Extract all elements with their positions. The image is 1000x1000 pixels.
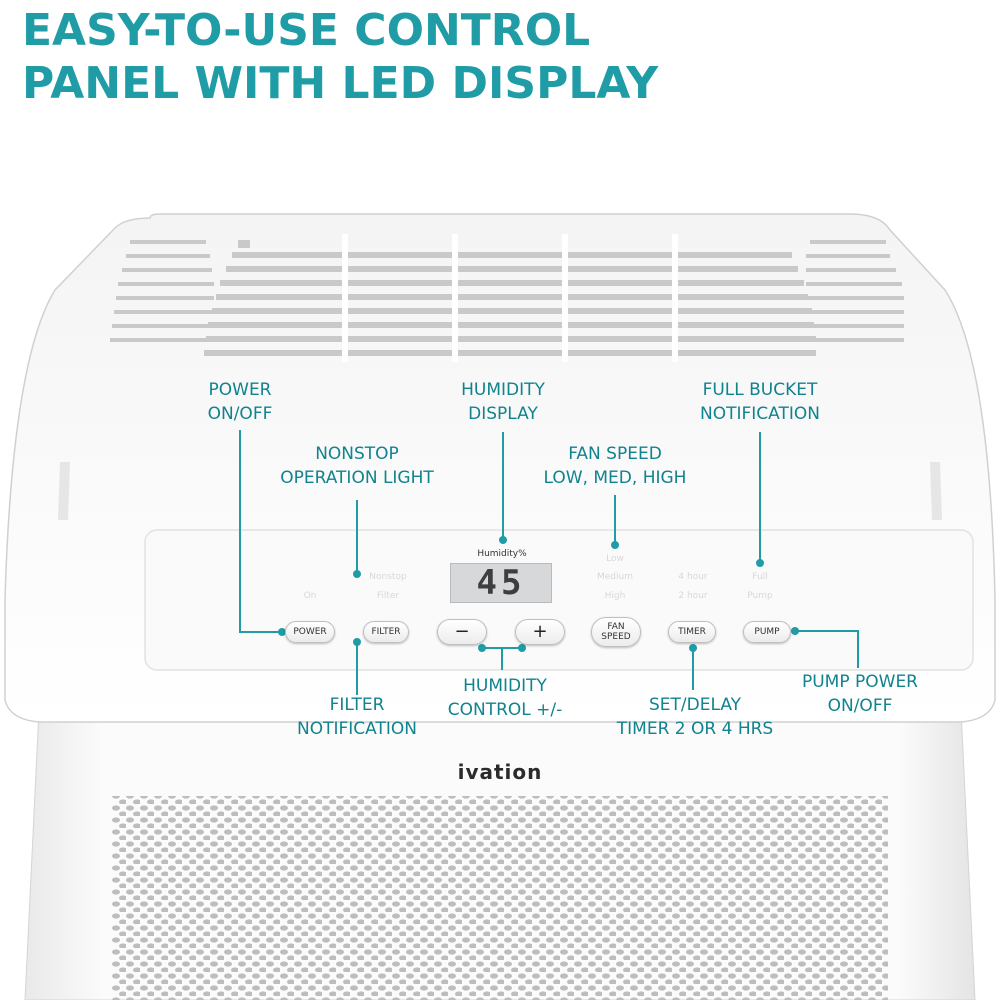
humidity-plus-button[interactable]: + [515, 619, 565, 645]
humidity-display-value: 45 [476, 563, 526, 603]
indicator-low: Low [606, 554, 624, 564]
indicator-nonstop: Nonstop [369, 572, 407, 582]
callout-power-line1: POWER [208, 380, 272, 400]
indicator-medium: Medium [597, 572, 633, 582]
control-panel [144, 529, 974, 671]
filter-button[interactable]: FILTER [363, 621, 409, 643]
callout-pump-line1: PUMP POWER [801, 672, 918, 692]
callout-power-line2: ON/OFF [207, 404, 273, 424]
fan-speed-button[interactable]: FAN SPEED [591, 617, 641, 647]
callout-humidity-control-line1: HUMIDITY [463, 676, 547, 696]
timer-button[interactable]: TIMER [668, 621, 716, 643]
callout-fan-speed: FAN SPEED LOW, MED, HIGH [530, 442, 700, 490]
headline: EASY-TO-USE CONTROL PANEL WITH LED DISPL… [22, 4, 658, 110]
callout-timer-line1: SET/DELAY [648, 695, 742, 715]
callout-filter: FILTER NOTIFICATION [282, 693, 432, 741]
fan-speed-button-line1: FAN [607, 622, 625, 632]
callout-timer: SET/DELAY TIMER 2 OR 4 HRS [600, 693, 790, 741]
callout-humidity-display-line2: DISPLAY [468, 404, 538, 424]
callout-pump-line2: ON/OFF [827, 696, 893, 716]
callout-full-bucket-line2: NOTIFICATION [700, 404, 820, 424]
callout-nonstop-line2: OPERATION LIGHT [280, 468, 434, 488]
fan-speed-button-line2: SPEED [601, 632, 631, 642]
indicator-4-hour: 4 hour [678, 572, 708, 582]
indicator-full: Full [752, 572, 768, 582]
humidity-display: 45 [450, 563, 552, 603]
callout-lines [239, 430, 859, 695]
callout-humidity-control-line2: CONTROL +/- [447, 700, 563, 720]
callout-pump: PUMP POWER ON/OFF [785, 670, 935, 718]
callout-nonstop: NONSTOP OPERATION LIGHT [262, 442, 452, 490]
callout-full-bucket-line1: FULL BUCKET [702, 380, 818, 400]
humidity-minus-button[interactable]: − [437, 619, 487, 645]
indicator-2-hour: 2 hour [678, 591, 708, 601]
power-button[interactable]: POWER [285, 621, 335, 643]
air-vent [110, 240, 904, 356]
callout-filter-line1: FILTER [329, 695, 385, 715]
callout-humidity-display-line1: HUMIDITY [461, 380, 545, 400]
callout-full-bucket: FULL BUCKET NOTIFICATION [680, 378, 840, 426]
front-grille [112, 796, 888, 1000]
callout-nonstop-line1: NONSTOP [315, 444, 399, 464]
pump-button[interactable]: PUMP [743, 621, 791, 643]
callout-timer-line2: TIMER 2 OR 4 HRS [616, 719, 774, 739]
headline-line-1: EASY-TO-USE CONTROL [22, 5, 591, 56]
callout-humidity-control: HUMIDITY CONTROL +/- [430, 674, 580, 722]
callout-humidity-display: HUMIDITY DISPLAY [433, 378, 573, 426]
callout-fan-speed-line1: FAN SPEED [568, 444, 662, 464]
indicator-filter: Filter [376, 591, 400, 601]
brand-logo: ivation [457, 760, 543, 784]
callout-filter-line2: NOTIFICATION [297, 719, 417, 739]
callout-power: POWER ON/OFF [180, 378, 300, 426]
indicator-high: High [604, 591, 626, 601]
indicator-on: On [303, 591, 317, 601]
humidity-display-label: Humidity% [477, 549, 527, 559]
indicator-pump: Pump [747, 591, 773, 601]
callout-fan-speed-line2: LOW, MED, HIGH [543, 468, 687, 488]
headline-line-2: PANEL WITH LED DISPLAY [22, 58, 659, 109]
